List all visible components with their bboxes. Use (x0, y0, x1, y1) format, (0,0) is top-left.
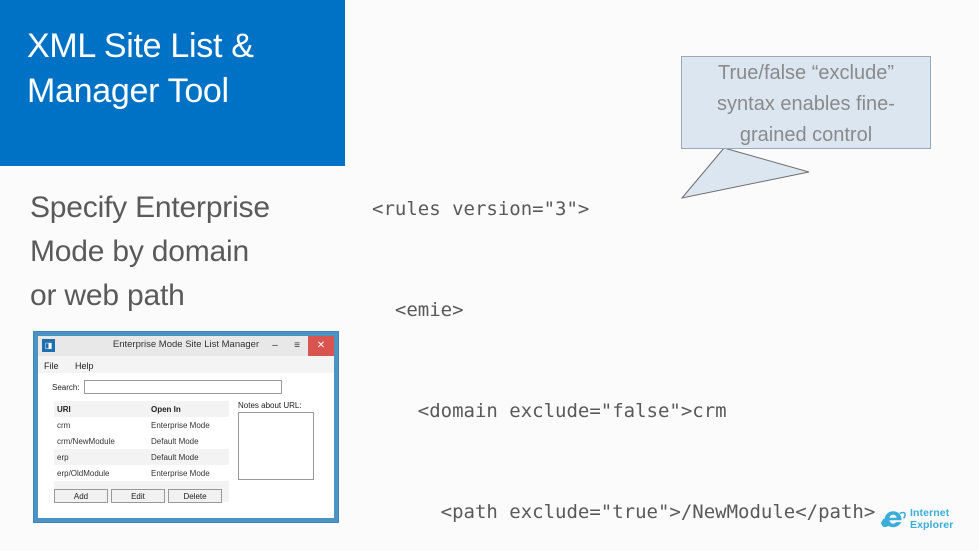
internet-explorer-logo: Internet Explorer (880, 505, 968, 537)
page-subtitle: Specify Enterprise Mode by domain or web… (30, 191, 270, 312)
internet-explorer-wordmark: Internet Explorer (910, 507, 954, 531)
search-input[interactable] (84, 380, 282, 394)
minimize-icon[interactable]: – (272, 340, 278, 351)
notes-panel: Notes about URL: (238, 401, 314, 483)
cell-uri: erp (54, 449, 148, 465)
menu-item-file[interactable]: File (44, 361, 59, 371)
table-row[interactable]: crm/NewModule Default Mode (54, 433, 229, 449)
title-block: XML Site List & Manager Tool (0, 0, 345, 166)
cell-uri: crm/NewModule (57, 436, 115, 446)
menu-item-help[interactable]: Help (74, 361, 94, 371)
column-header-uri: URI (54, 401, 148, 417)
search-label: Search: (52, 383, 80, 392)
xml-code-block: <rules version="3"> <emie> <domain exclu… (372, 126, 972, 551)
search-row: Search: (52, 380, 314, 395)
code-line: <domain exclude="false">crm (372, 399, 727, 422)
cell-uri: crm (57, 420, 71, 430)
table-header-row: URI Open In (54, 401, 229, 417)
app-window-screenshot: ◨ Enterprise Mode Site List Manager – ≡ … (33, 331, 339, 523)
notes-textarea[interactable] (238, 412, 314, 480)
code-line: <path exclude="true">/NewModule</path> (372, 500, 876, 523)
callout-bubble: True/false “exclude” syntax enables fine… (681, 56, 931, 149)
app-icon: ◨ (42, 339, 55, 352)
code-line: <emie> (372, 298, 464, 321)
delete-button[interactable]: Delete (168, 489, 222, 503)
cell-open-in: Default Mode (151, 436, 199, 446)
table-row[interactable]: erp/OldModule Enterprise Mode (54, 465, 229, 481)
app-titlebar: ◨ Enterprise Mode Site List Manager – ≡ … (38, 336, 334, 356)
edit-button[interactable]: Edit (111, 489, 165, 503)
cell-open-in: Enterprise Mode (151, 468, 210, 478)
close-icon[interactable]: ✕ (308, 336, 334, 356)
callout-text: True/false “exclude” syntax enables fine… (717, 62, 895, 146)
column-header-open-in: Open In (148, 401, 229, 417)
app-window-inner: ◨ Enterprise Mode Site List Manager – ≡ … (38, 336, 334, 518)
table-row[interactable]: erp Default Mode (54, 449, 229, 465)
app-body: Search: URI Open In crm Enterprise Mode (38, 373, 334, 518)
notes-label: Notes about URL: (238, 401, 302, 410)
maximize-icon[interactable]: ≡ (294, 340, 300, 351)
cell-open-in: Enterprise Mode (151, 420, 210, 430)
add-button[interactable]: Add (54, 489, 108, 503)
table-row[interactable]: crm Enterprise Mode (54, 417, 229, 433)
app-menubar: File Help (38, 356, 334, 374)
page-title: XML Site List & Manager Tool (27, 27, 254, 110)
app-window-title: Enterprise Mode Site List Manager (112, 339, 260, 350)
cell-open-in: Default Mode (148, 449, 229, 465)
internet-explorer-icon (880, 511, 906, 528)
site-list-table: URI Open In crm Enterprise Mode crm/NewM… (54, 401, 229, 502)
callout-tail (680, 147, 810, 199)
app-button-row: Add Edit Delete (54, 489, 234, 504)
code-line: <rules version="3"> (372, 198, 590, 221)
cell-uri: erp/OldModule (57, 468, 110, 478)
